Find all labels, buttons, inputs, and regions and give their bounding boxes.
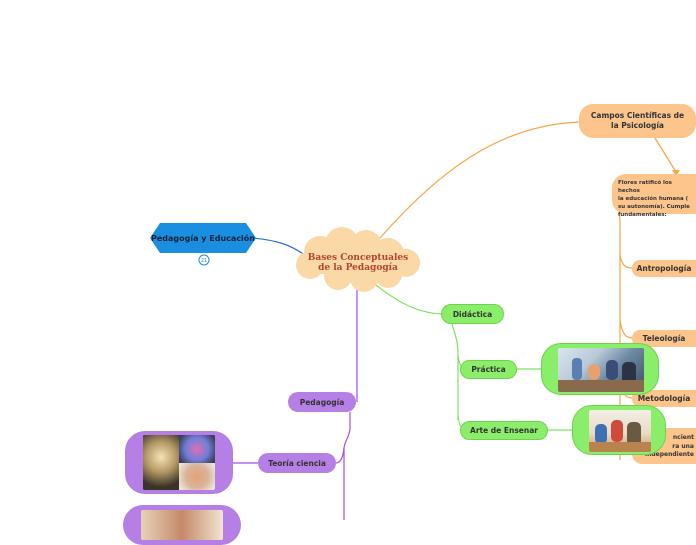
cient-line1: ncient [672,434,694,441]
connector-central-campos [379,121,581,239]
flores-line4: fundamentales: [618,211,667,218]
pedagogia-educacion-shape [150,223,256,253]
topic-pedagogia-educacion[interactable]: Pedagogía y Educación [150,223,256,253]
connector-pedagogia-children [343,412,351,520]
topic-practica[interactable]: Práctica [460,360,517,379]
topic-teleologia[interactable]: Teleología [632,330,696,347]
flores-line3: su autonomía). Cumple [618,203,690,210]
connector-central-pedagogia-educacion [251,237,307,257]
topic-metodologia[interactable]: Metodología [632,390,696,407]
central-topic[interactable]: Bases Conceptuales de la Pedagogía [306,253,410,274]
connector-didactica-children [451,323,459,420]
connector-central-didactica [371,281,443,315]
topic-campos-cientificas[interactable]: Campos Científicas de la Psicología [579,104,696,138]
arrow-head-icon [672,170,680,176]
cient-line3: independiente [645,451,694,459]
topic-teoria-ciencia[interactable]: Teoría ciencia [258,453,336,473]
lightbulb-brain-photo [143,435,215,490]
flores-line1: Flores ratificó los hechos [618,180,672,194]
bottom-image-frame[interactable] [123,505,241,545]
flores-line2: la educación humana ( [618,195,689,202]
central-title-line2: de la Pedagogía [318,263,398,274]
teaching-photo [589,410,651,452]
arte-image-frame[interactable] [572,405,666,455]
central-title-line1: Bases Conceptuales [307,253,409,263]
bottom-photo [141,510,223,540]
topic-arte-de-ensenar[interactable]: Arte de Ensenar [460,421,548,440]
campos-line2: la Psicología [611,121,664,130]
classroom-photo [558,348,644,392]
topic-didactica[interactable]: Didáctica [441,304,504,324]
cient-line2: ra una [672,442,694,450]
topic-flores-description[interactable]: Flores ratificó los hechos la educación … [612,174,696,218]
teoria-image-frame[interactable] [125,431,233,494]
collapsed-count-badge [198,254,210,266]
topic-antropologia[interactable]: Antropología [632,260,696,277]
topic-pedagogia[interactable]: Pedagogía [288,392,356,412]
campos-line1: Campos Científicas de [590,110,685,120]
collapsed-count-text[interactable]: 21 [200,257,208,264]
connector-antropologia [619,254,633,269]
practica-image-frame[interactable] [541,343,659,395]
connector-campos-flores [654,137,677,173]
connector-teoria [335,447,345,464]
central-cloud [296,227,420,292]
topic-pedagogia-educacion-label: Pedagogía y Educación [151,233,255,243]
connector-teleologia [619,319,633,339]
